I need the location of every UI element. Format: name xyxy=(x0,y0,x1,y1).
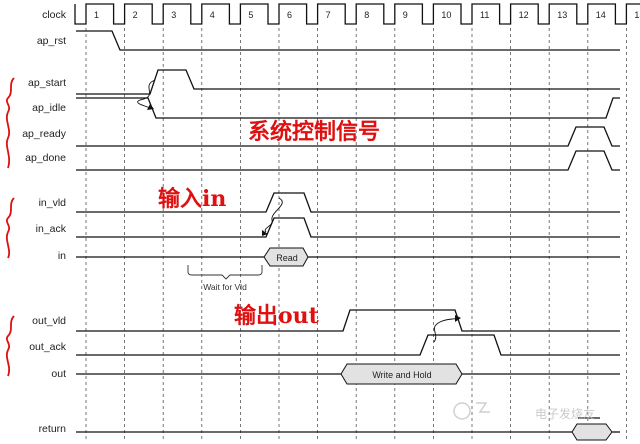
brace-input xyxy=(5,197,15,259)
wave-ap-idle xyxy=(76,97,620,119)
label-return: return xyxy=(39,423,67,435)
cycle-number: 10 xyxy=(441,10,451,20)
brace-output xyxy=(5,315,15,377)
cycle-number: 13 xyxy=(557,10,567,20)
clock-line xyxy=(74,3,640,25)
label-out-vld: out_vld xyxy=(32,315,66,327)
label-in-vld: in_vld xyxy=(39,197,67,209)
wait-bracket xyxy=(187,265,263,280)
cycle-number: 15 xyxy=(634,10,640,20)
label-clock: clock xyxy=(42,9,67,21)
cycle-number: 6 xyxy=(287,10,292,20)
cycle-number: 14 xyxy=(596,10,606,20)
cycle-number: 5 xyxy=(248,10,253,20)
signal-labels: clock ap_rst ap_start ap_idle ap_ready a… xyxy=(22,9,67,435)
wave-ap-done xyxy=(76,150,620,171)
red-braces xyxy=(5,77,15,377)
label-in: in xyxy=(58,250,66,262)
label-ap-rst: ap_rst xyxy=(37,35,66,47)
label-ap-idle: ap_idle xyxy=(32,102,66,114)
cycle-number: 2 xyxy=(133,10,138,20)
bus-return xyxy=(571,423,613,441)
arrow-outack-vld xyxy=(433,317,459,343)
arrow-start-idle xyxy=(137,79,156,109)
cycle-number: 9 xyxy=(403,10,408,20)
cycle-number: 11 xyxy=(480,10,489,20)
label-ap-done: ap_done xyxy=(25,152,66,164)
wave-in-vld xyxy=(76,192,620,213)
annotation-input: 输入in xyxy=(158,186,226,212)
watermark-logo-icon xyxy=(453,402,471,420)
annotation-output: 输出out xyxy=(234,303,320,329)
wave-out-ack xyxy=(76,334,620,356)
bus-write-hold xyxy=(340,363,463,385)
cycle-number: 8 xyxy=(364,10,369,20)
arrow-vld-ack xyxy=(264,197,283,233)
bus-boxes: Read Write and Hold xyxy=(263,247,613,441)
bus-read xyxy=(263,247,309,267)
cycle-number: 4 xyxy=(210,10,215,20)
causality-arrows xyxy=(137,79,459,343)
wave-out-vld xyxy=(76,309,620,332)
arrow-heads xyxy=(147,104,461,322)
waveforms xyxy=(76,30,620,433)
wave-in-ack xyxy=(76,217,620,238)
cycle-gridlines xyxy=(85,28,627,440)
clock-waveform xyxy=(74,3,640,25)
watermark-text: 电子发烧友 xyxy=(535,406,595,421)
label-out: out xyxy=(51,368,66,380)
watermark: 电子发烧友 xyxy=(453,402,595,421)
cycle-number: 3 xyxy=(171,10,176,20)
wait-for-vld-note: Wait for Vld xyxy=(203,282,247,292)
wave-ap-ready xyxy=(76,126,620,147)
bus-write-hold-label: Write and Hold xyxy=(372,370,431,380)
watermark-mark-icon xyxy=(476,402,490,413)
label-in-ack: in_ack xyxy=(36,223,67,235)
cycle-numbers: 123456789101112131415 xyxy=(94,10,640,20)
wave-ap-rst xyxy=(76,30,620,51)
label-ap-start: ap_start xyxy=(28,77,66,89)
cycle-number: 12 xyxy=(519,10,529,20)
annotation-system-control: 系统控制信号 xyxy=(248,119,380,145)
wave-ap-start xyxy=(76,69,620,95)
brace-control xyxy=(5,77,15,169)
bus-read-label: Read xyxy=(276,253,298,263)
label-ap-ready: ap_ready xyxy=(22,128,67,140)
label-out-ack: out_ack xyxy=(29,341,67,353)
cycle-number: 1 xyxy=(94,10,99,20)
cycle-number: 7 xyxy=(326,10,331,20)
